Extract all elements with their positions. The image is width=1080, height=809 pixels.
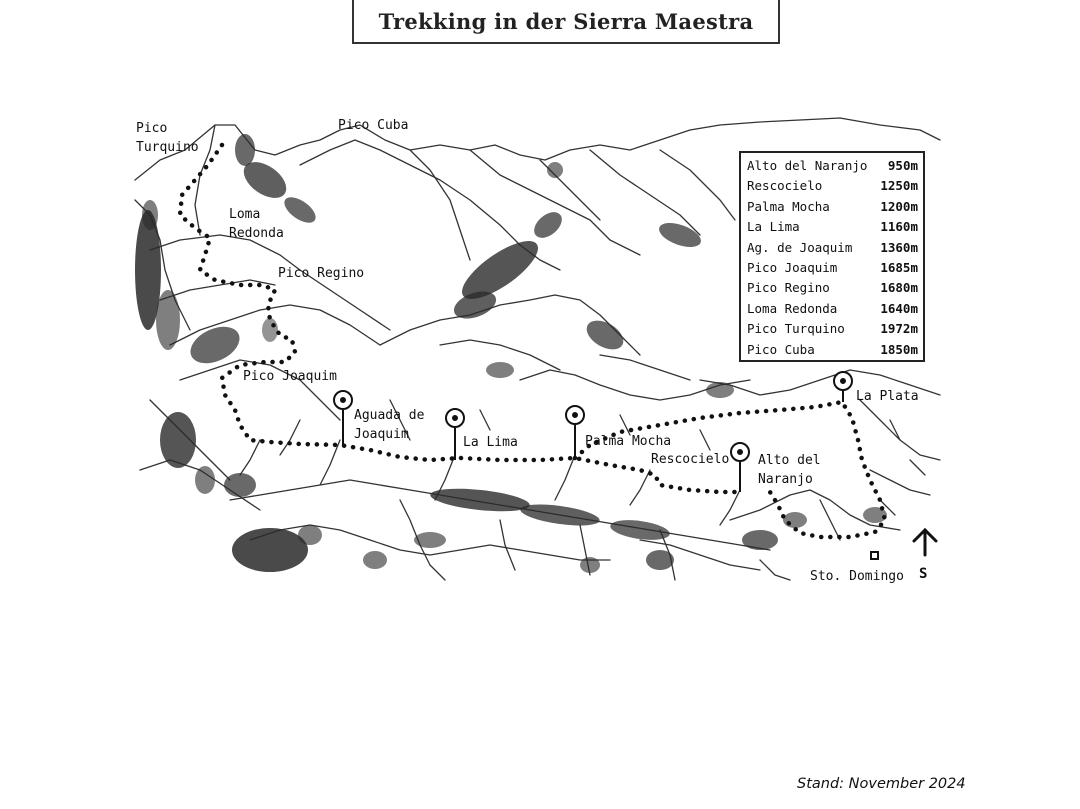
legend-row: Pico Turquino 1972m	[747, 319, 918, 339]
legend-name: Loma Redonda	[747, 300, 838, 316]
legend-name: La Lima	[747, 219, 800, 235]
waypoint-markers	[333, 371, 879, 560]
legend-row: Pico Regino 1680m	[747, 278, 918, 298]
label-la-plata: La Plata	[856, 389, 919, 404]
trekking-trail	[177, 142, 888, 540]
label-la-lima: La Lima	[463, 435, 518, 450]
label-rescocielo: Rescocielo	[651, 452, 729, 467]
legend-altitude: 1160m	[880, 219, 918, 235]
place-labels: Pico Turquino Pico Cuba Loma Redonda Pic…	[136, 118, 919, 584]
legend-row: Ag. de Joaquim 1360m	[747, 238, 918, 258]
compass-label: S	[919, 566, 927, 582]
legend-altitude: 1640m	[880, 300, 918, 316]
legend-row: La Lima 1160m	[747, 217, 918, 237]
forest-patches	[135, 134, 887, 573]
label-alto-del-naranjo: Alto del Naranjo	[758, 453, 828, 487]
marker-palma-mocha	[565, 405, 585, 458]
legend-altitude: 1250m	[880, 178, 918, 194]
footer-date: Stand: November 2024	[797, 776, 966, 792]
legend-row: Alto del Naranjo 950m	[747, 156, 918, 176]
marker-sto-domingo	[870, 551, 879, 560]
marker-la-plata	[833, 371, 853, 402]
legend-row: Loma Redonda 1640m	[747, 299, 918, 319]
label-sto-domingo: Sto. Domingo	[810, 569, 904, 584]
compass-arrow-icon	[912, 527, 938, 557]
legend-name: Pico Joaquim	[747, 259, 838, 275]
legend-name: Pico Regino	[747, 280, 830, 296]
legend-altitude: 1200m	[880, 198, 918, 214]
marker-aguada-de-joaquim	[333, 390, 353, 445]
legend-row: Pico Cuba 1850m	[747, 340, 918, 360]
legend-altitude: 1972m	[880, 321, 918, 337]
marker-la-lima	[445, 408, 465, 460]
legend-name: Pico Cuba	[747, 341, 815, 357]
legend-altitude: 1680m	[880, 280, 918, 296]
legend-name: Palma Mocha	[747, 198, 830, 214]
legend-altitude: 950m	[887, 158, 918, 173]
label-pico-cuba: Pico Cuba	[338, 118, 408, 133]
legend-altitude: 1360m	[880, 239, 918, 255]
label-pico-regino: Pico Regino	[278, 266, 364, 281]
map-title: Trekking in der Sierra Maestra	[352, 0, 780, 44]
legend-row: Pico Joaquim 1685m	[747, 258, 918, 278]
label-pico-turquino: Pico Turquino	[136, 121, 199, 155]
legend-name: Rescocielo	[747, 178, 823, 194]
label-pico-joaquim: Pico Joaquim	[243, 369, 337, 384]
legend-name: Ag. de Joaquim	[747, 239, 853, 255]
legend-altitude: 1685m	[880, 259, 918, 275]
legend-name: Pico Turquino	[747, 321, 845, 337]
label-palma-mocha: Palma Mocha	[585, 434, 671, 449]
legend-altitude: 1850m	[880, 341, 918, 357]
altitude-legend: Alto del Naranjo 950m Rescocielo 1250m P…	[739, 151, 925, 362]
label-loma-redonda: Loma Redonda	[229, 207, 284, 241]
legend-name: Alto del Naranjo	[747, 158, 868, 173]
legend-row: Palma Mocha 1200m	[747, 197, 918, 217]
label-aguada-de-joaquim: Aguada de Joaquim	[354, 408, 432, 442]
legend-row: Rescocielo 1250m	[747, 176, 918, 196]
marker-alto-del-naranjo	[730, 442, 750, 492]
